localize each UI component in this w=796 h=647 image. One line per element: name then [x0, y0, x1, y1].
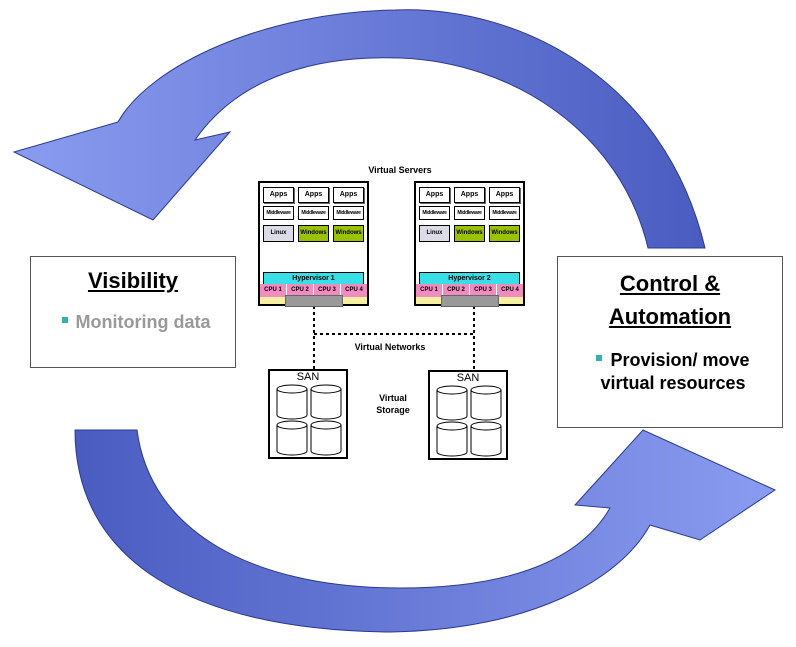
control-title-line2: Automation: [608, 304, 732, 329]
virtual-servers-label: Virtual Servers: [368, 165, 432, 175]
server-1: Apps Apps Apps Middleware Middleware Mid…: [258, 181, 369, 307]
san-storage-1: SAN: [268, 369, 348, 459]
control-bullet: Provision/ move virtual resources: [578, 349, 768, 395]
server-hardware-icon: [285, 295, 343, 307]
middleware-box: Middleware: [333, 206, 364, 220]
disk-stack-icon: [436, 385, 502, 457]
app-box: Apps: [489, 187, 520, 203]
bottom-curved-arrow: [74, 429, 777, 633]
cpu-cell: CPU 4: [345, 287, 363, 293]
control-box: Control & Automation Provision/ move vir…: [557, 256, 783, 428]
cpu-cell: CPU 1: [416, 284, 443, 297]
app-box: Apps: [419, 187, 450, 203]
cpu-cell: CPU 4: [501, 287, 519, 293]
virtual-networks-label: Virtual Networks: [354, 342, 426, 352]
os-linux: Linux: [263, 225, 294, 242]
middleware-box: Middleware: [419, 206, 450, 220]
cpu-cell: CPU 1: [260, 284, 287, 297]
os-windows: Windows: [298, 225, 329, 242]
cpu-cell: CPU 3: [314, 284, 341, 297]
os-linux: Linux: [419, 225, 450, 242]
virtual-storage-label: Virtual Storage: [376, 393, 410, 415]
server-2: Apps Apps Apps Middleware Middleware Mid…: [414, 181, 525, 307]
os-windows: Windows: [333, 225, 364, 242]
app-box: Apps: [333, 187, 364, 203]
middleware-box: Middleware: [454, 206, 485, 220]
visibility-title: Visibility: [87, 268, 179, 293]
app-box: Apps: [298, 187, 329, 203]
os-windows: Windows: [454, 225, 485, 242]
control-title-line1: Control &: [619, 271, 721, 296]
visibility-box: Visibility Monitoring data: [30, 256, 236, 368]
visibility-bullet-text: Monitoring data: [75, 312, 211, 332]
middleware-box: Middleware: [489, 206, 520, 220]
app-box: Apps: [263, 187, 294, 203]
app-box: Apps: [454, 187, 485, 203]
cpu-row: CPU 1 CPU 2 CPU 3 CPU 4: [260, 284, 367, 297]
middleware-box: Middleware: [263, 206, 294, 220]
cpu-cell: CPU 2: [287, 284, 314, 297]
san-storage-2: SAN: [428, 370, 508, 460]
visibility-bullet: Monitoring data: [51, 311, 221, 334]
server-hardware-icon: [441, 295, 499, 307]
san-label: SAN: [296, 371, 320, 383]
bullet-icon: [596, 355, 603, 362]
cpu-cell: CPU 2: [443, 284, 470, 297]
cpu-cell: CPU 3: [470, 284, 497, 297]
os-windows: Windows: [489, 225, 520, 242]
cpu-row: CPU 1 CPU 2 CPU 3 CPU 4: [416, 284, 523, 297]
middleware-box: Middleware: [298, 206, 329, 220]
bullet-icon: [61, 317, 68, 324]
control-bullet-text: Provision/ move virtual resources: [600, 350, 750, 393]
network-lines: [313, 306, 475, 372]
disk-stack-icon: [276, 384, 342, 456]
top-curved-arrow: [12, 9, 706, 249]
san-label: SAN: [456, 372, 480, 384]
